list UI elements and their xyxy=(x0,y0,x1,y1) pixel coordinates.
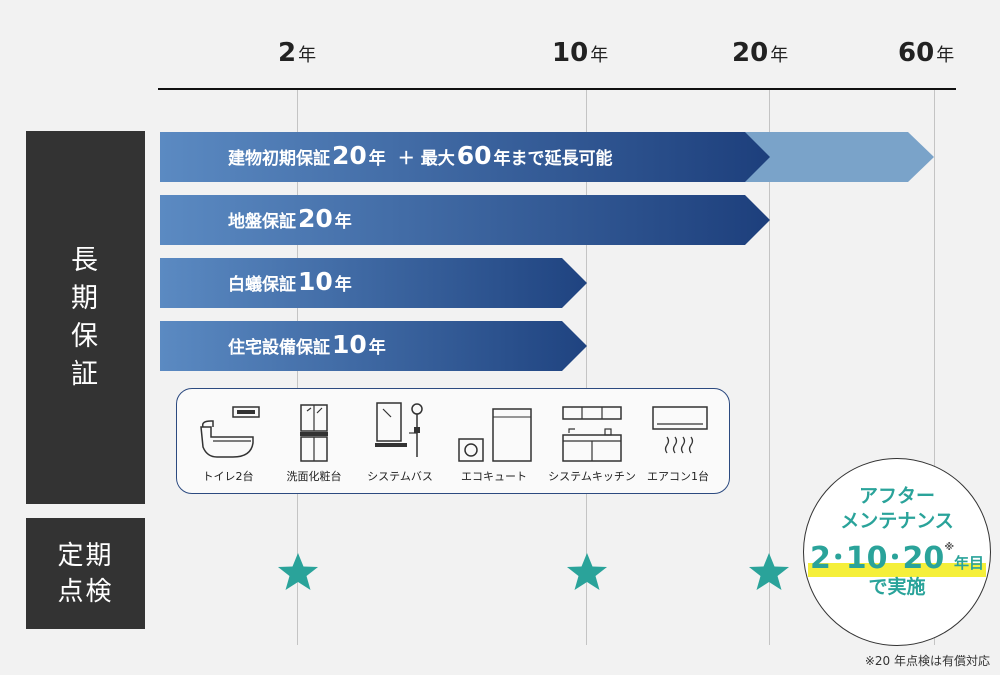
long-term-warranty-label: 長 期 保 証 xyxy=(71,244,100,390)
tick-number: 2 xyxy=(278,38,297,68)
equipment-toilet: トイレ2台 xyxy=(183,389,273,493)
periodic-inspection-block: 定期 点検 xyxy=(26,518,145,629)
gridline-10-years xyxy=(586,90,587,645)
bar-number: 20 xyxy=(332,141,367,170)
equipment-water-heater: エコキュート xyxy=(449,389,539,493)
bar-unit: 年 xyxy=(334,275,352,295)
badge-years-number: 2･10･20 xyxy=(809,541,945,576)
bar-text: 建物初期保証 xyxy=(228,149,330,169)
bar-text: ＋ 最大 xyxy=(397,149,455,169)
building-warranty-label: 建物初期保証 20 年 ＋ 最大 60 年まで延長可能 xyxy=(228,141,613,170)
bar-text: 地盤保証 xyxy=(228,212,296,232)
equipment-label: システムキッチン xyxy=(548,470,636,483)
equipment-bath: システムバス xyxy=(355,389,445,493)
building-warranty-bar xyxy=(160,132,770,182)
bar-text: 年まで延長可能 xyxy=(493,149,613,169)
star-icon xyxy=(749,553,789,590)
badge-years-suffix: 年目 xyxy=(954,554,985,572)
bar-unit: 年 xyxy=(334,212,352,232)
star-icon xyxy=(567,553,607,590)
bar-text: 住宅設備保証 xyxy=(228,338,330,358)
star-icon xyxy=(278,553,318,590)
bath-icon xyxy=(375,402,423,457)
bar-unit: 年 xyxy=(368,149,386,169)
tick-unit: 年 xyxy=(936,45,955,66)
bar-number: 10 xyxy=(332,330,367,359)
equipment-label: システムバス xyxy=(367,470,433,483)
equipment-warranty-label: 住宅設備保証 10 年 xyxy=(228,330,386,359)
warranty-bars xyxy=(160,132,934,371)
long-term-warranty-block: 長 期 保 証 xyxy=(26,131,145,504)
equipment-warranty-bar xyxy=(160,321,587,371)
equipment-list: トイレ2台 洗面化粧台 システムバス エコ xyxy=(176,388,730,494)
tick-unit: 年 xyxy=(298,45,317,66)
termite-warranty-label: 白蟻保証 10 年 xyxy=(228,267,352,296)
tick-number: 60 xyxy=(898,38,935,68)
tick-number: 10 xyxy=(552,38,589,68)
footnote: ※20 年点検は有償対応 xyxy=(864,654,990,668)
tick-unit: 年 xyxy=(770,45,789,66)
bar-number: 60 xyxy=(456,141,492,170)
after-maintenance-badge: アフター メンテナンス 2･10･20※年目 で実施 xyxy=(803,458,991,646)
air-conditioner-icon xyxy=(652,406,708,454)
tick-unit: 年 xyxy=(590,45,609,66)
equipment-vanity: 洗面化粧台 xyxy=(269,389,359,493)
ground-warranty-bar xyxy=(160,195,770,245)
timeline-axis xyxy=(158,88,956,90)
badge-line-2: メンテナンス xyxy=(840,510,954,532)
equipment-kitchen: システムキッチン xyxy=(547,389,637,493)
bar-unit: 年 xyxy=(368,338,386,358)
badge-years: 2･10･20※年目 xyxy=(804,533,990,577)
equipment-label: エアコン1台 xyxy=(647,470,709,483)
ground-warranty-label: 地盤保証 20 年 xyxy=(228,204,352,233)
toilet-icon xyxy=(200,406,260,458)
badge-note-mark: ※ xyxy=(944,542,955,553)
equipment-air-conditioner: エアコン1台 xyxy=(633,389,723,493)
tick-number: 20 xyxy=(732,38,769,68)
periodic-inspection-label: 定期 点検 xyxy=(57,540,114,607)
kitchen-icon xyxy=(562,406,622,462)
badge-line-1: アフター xyxy=(858,485,935,507)
bar-text: 白蟻保証 xyxy=(228,275,296,295)
bar-number: 20 xyxy=(298,204,333,233)
gridline-60-years xyxy=(934,90,935,645)
gridline-20-years xyxy=(769,90,770,645)
equipment-label: トイレ2台 xyxy=(202,470,254,483)
equipment-label: エコキュート xyxy=(461,470,527,483)
water-heater-icon xyxy=(458,408,532,462)
vanity-icon xyxy=(300,404,328,462)
equipment-label: 洗面化粧台 xyxy=(286,470,342,483)
badge-line-4: で実施 xyxy=(868,576,926,598)
termite-warranty-bar xyxy=(160,258,587,308)
bar-number: 10 xyxy=(298,267,333,296)
